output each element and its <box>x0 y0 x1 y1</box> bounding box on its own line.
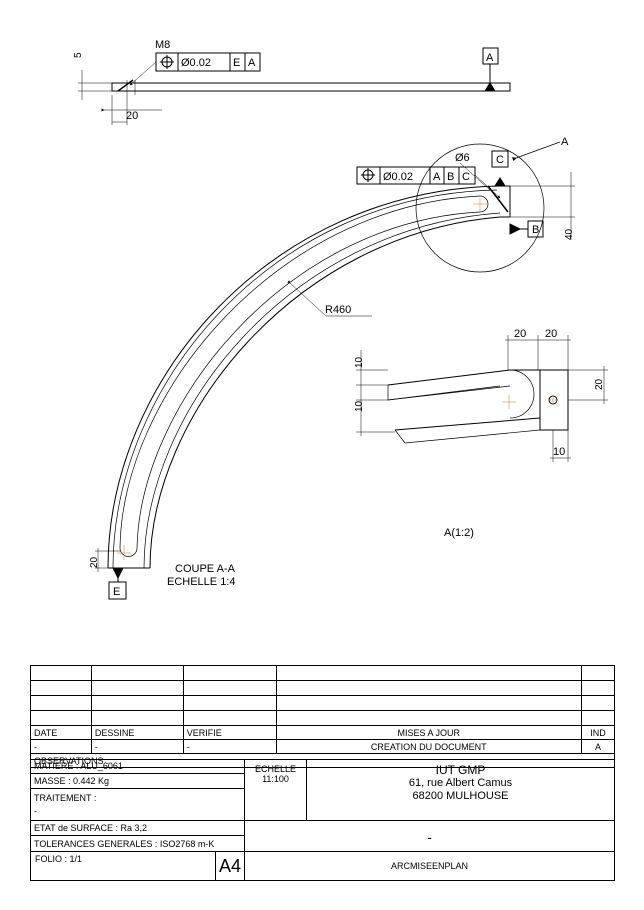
echelle-value: 11:100 <box>262 774 289 784</box>
arc-outer-inner <box>112 189 498 569</box>
datum-flag-e: E <box>113 586 120 598</box>
etat-surface-cell: ETAT de SURFACE : Ra 3,2 <box>30 820 245 836</box>
detail-circle-a <box>415 143 545 273</box>
top-tolerance-value: Ø0.02 <box>181 57 211 69</box>
dim-bottom-20: 20 <box>89 556 100 568</box>
dim-thickness: 5 <box>73 52 84 58</box>
section-label: COUPE A-A <box>175 563 236 575</box>
company-name: IUT GMP <box>435 763 486 777</box>
datum-flag-b: B <box>532 224 539 236</box>
detail-dim-top-right: 20 <box>545 328 557 340</box>
top-view <box>78 47 511 125</box>
value-mises-a-jour: CREATION DU DOCUMENT <box>275 739 582 754</box>
top-view-plate <box>111 82 511 92</box>
hole-label: Ø6 <box>455 152 470 164</box>
detail-dim-bottom: 10 <box>553 446 565 458</box>
arc-outer <box>107 185 501 569</box>
value-verifie: - <box>182 739 277 754</box>
section-scale: ECHELLE 1:4 <box>167 576 235 588</box>
part-name-cell: ARCMISEENPLAN <box>244 851 615 881</box>
detail-dim-left-upper: 10 <box>354 356 365 368</box>
technical-drawing: M8 5 20 Ø0.02 E A A <box>73 39 608 600</box>
echelle-cell: ECHELLE 11:100 <box>244 759 307 821</box>
value-dessine: - <box>90 739 184 754</box>
main-datum-ref-b: B <box>447 171 454 183</box>
folio-cell: FOLIO : 1/1 <box>30 851 216 881</box>
header-mises-a-jour: MISES A JOUR <box>275 725 582 740</box>
description-cell: - <box>244 820 615 852</box>
top-datum-ref-a: A <box>248 57 256 69</box>
value-date: - <box>30 739 92 754</box>
detail-dim-top-left: 20 <box>514 328 526 340</box>
top-datum-ref-e: E <box>233 57 240 69</box>
revision-table: DATE DESSINE VERIFIE MISES A JOUR IND - … <box>30 665 616 768</box>
dim-hole-position: 20 <box>126 110 138 122</box>
traitement-value: - <box>34 806 37 816</box>
company-address-street: 61, rue Albert Camus <box>408 777 513 789</box>
detail-dim-left-lower: 10 <box>354 400 365 412</box>
matiere-cell: MATIERE : ALU_6061 <box>30 759 245 774</box>
header-verifie: VERIFIE <box>182 725 277 740</box>
header-ind: IND <box>580 725 616 740</box>
company-cell: IUT GMP 61, rue Albert Camus 68200 MULHO… <box>306 759 615 821</box>
dim-height-40: 40 <box>564 228 575 240</box>
format-cell: A4 <box>215 851 245 881</box>
detail-view <box>356 335 608 462</box>
detail-dim-right: 20 <box>594 378 605 390</box>
header-date: DATE <box>30 725 92 740</box>
datum-flag-c: C <box>496 154 504 166</box>
value-ind: A <box>580 739 616 754</box>
detail-ref-a: A <box>561 136 569 148</box>
arc-inner <box>143 212 501 569</box>
radius-label: R460 <box>325 304 351 316</box>
datum-flag-a: A <box>486 52 494 64</box>
arc-inner-edge <box>149 216 501 569</box>
detail-view-label: A(1:2) <box>444 527 474 539</box>
header-dessine: DESSINE <box>90 725 184 740</box>
arc-slot-outer <box>119 195 481 549</box>
main-view <box>95 141 575 600</box>
main-tolerance-value: Ø0.02 <box>383 171 413 183</box>
traitement-label: TRAITEMENT : <box>34 793 97 803</box>
title-block: DATE DESSINE VERIFIE MISES A JOUR IND - … <box>30 665 616 881</box>
echelle-label: ECHELLE <box>254 764 297 774</box>
masse-cell: MASSE : 0.442 Kg <box>30 773 245 789</box>
detail-slot-upper <box>387 369 540 386</box>
company-address-city: 68200 MULHOUSE <box>412 790 509 802</box>
traitement-cell: TRAITEMENT : - <box>30 788 245 821</box>
tolerances-cell: TOLERANCES GENERALES : ISO2768 m-K <box>30 835 245 852</box>
thread-label: M8 <box>155 39 170 51</box>
main-datum-ref-c: C <box>462 171 470 183</box>
main-datum-ref-a: A <box>433 171 441 183</box>
arc-slot-inner <box>136 211 481 549</box>
